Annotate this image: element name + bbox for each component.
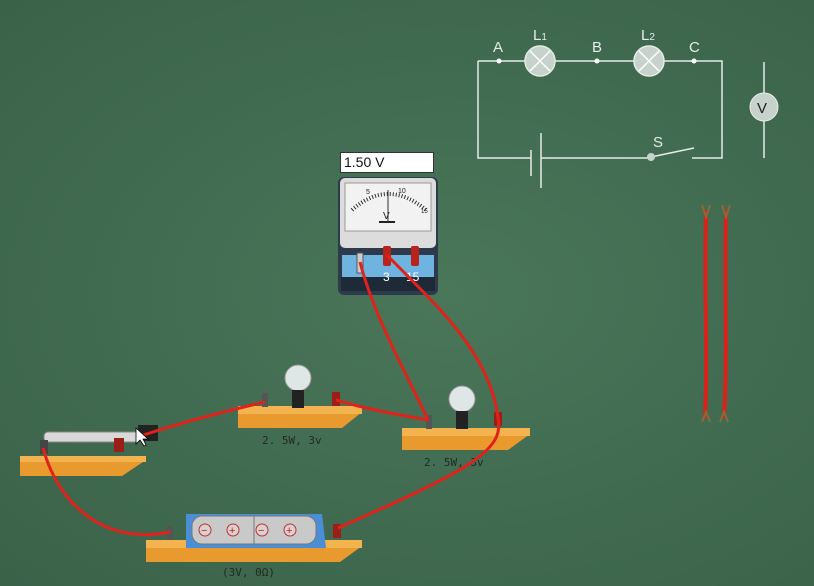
battery-sign: − [201, 525, 207, 537]
switch-blade [650, 147, 695, 158]
scale-label-5: 5 [366, 189, 370, 196]
switch-label: S [653, 134, 663, 151]
switch-pivot [647, 153, 655, 161]
wire-voltmeter-3-battery [337, 253, 501, 530]
lamp-l2-symbol [633, 45, 665, 77]
bulb2-device[interactable] [402, 385, 530, 450]
circuit-schematic [477, 60, 765, 188]
lamp-l1-symbol [524, 45, 556, 77]
bulb2-label: 2. 5W, 3v [424, 456, 484, 469]
l2-label: L2 [641, 27, 655, 44]
terminal-15-label: 15 [406, 270, 420, 284]
terminal-3-label: 3 [383, 270, 390, 284]
schematic-wire-top [478, 60, 723, 159]
battery-sign: + [286, 525, 292, 537]
battery-device[interactable] [146, 514, 362, 562]
node-c-dot [691, 58, 697, 64]
schematic-wire-bottom [477, 61, 650, 159]
voltmeter-symbol [749, 92, 779, 122]
battery-sign: − [258, 525, 264, 537]
node-a-dot [496, 58, 502, 64]
voltmeter-symbol-label: V [757, 100, 767, 117]
spare-wires[interactable] [701, 204, 731, 423]
bulb1-device[interactable] [238, 364, 362, 428]
node-b-dot [594, 58, 600, 64]
wire-voltmeter-neg [358, 261, 430, 421]
scale-label-15: 15 [421, 209, 428, 215]
voltmeter-reading: 1.50 V [340, 152, 434, 173]
l1-label: L1 [533, 27, 547, 44]
node-a-label: A [493, 39, 503, 56]
voltmeter-device[interactable] [338, 177, 438, 295]
wire-switch-bulb1 [139, 400, 266, 438]
wire-switch-battery [41, 447, 171, 537]
node-b-label: B [592, 39, 602, 56]
wire-bulb1-bulb2 [335, 398, 429, 422]
scale-label-10: 10 [398, 188, 406, 195]
battery-sign: + [229, 525, 235, 537]
meter-unit: V [383, 211, 390, 222]
node-c-label: C [689, 39, 700, 56]
mouse-cursor-icon [135, 427, 150, 447]
bulb1-label: 2. 5W, 3v [262, 434, 322, 447]
wires[interactable] [41, 253, 501, 537]
battery-label: (3V, 0Ω) [222, 566, 275, 579]
